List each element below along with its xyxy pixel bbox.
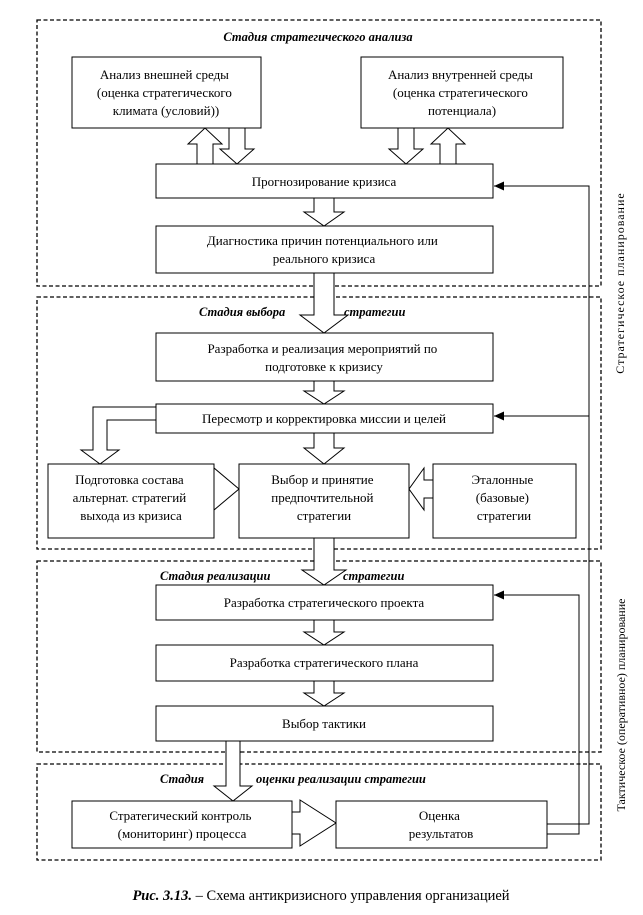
stage-analysis-title: Стадия стратегического анализа	[223, 30, 412, 44]
stage-evaluation-title-right: оценки реализации стратегии	[256, 772, 426, 786]
node-selection-line-1: Выбор и принятие	[271, 472, 373, 487]
svg-text:Разработка стратегического пла: Разработка стратегического плана	[230, 655, 419, 670]
node-forecast-line-1: Прогнозирование кризиса	[252, 174, 397, 189]
node-mission: Пересмотр и корректировка миссии и целей	[155, 403, 494, 434]
feedback-strategic	[494, 181, 590, 825]
node-control-line-1: Стратегический контроль	[109, 808, 251, 823]
arrow-control-to-results	[291, 799, 337, 847]
svg-text:Стратегический контроль: Стратегический контроль (мониторинг) про…	[109, 808, 254, 841]
side-label-strategic: Стратегическое планирование	[613, 192, 627, 373]
svg-text:Подготовка состава альте: Подготовка состава альтернат. стратегий …	[73, 472, 190, 523]
figure-caption: Рис. 3.13. – Схема антикризисного управл…	[132, 888, 509, 904]
node-tactics-line-1: Выбор тактики	[282, 716, 366, 731]
node-selection: Выбор и принятие предпочтительной страте…	[238, 463, 410, 539]
node-reference: Эталонные (базовые) стратегии	[432, 463, 577, 539]
svg-text:Анализ внутренней среды: Анализ внутренней среды (оценка стратеги…	[388, 67, 536, 118]
node-results-line-2: результатов	[409, 826, 474, 841]
node-control: Стратегический контроль (мониторинг) про…	[71, 800, 293, 849]
node-alternatives-line-3: выхода из кризиса	[80, 508, 182, 523]
node-internal-analysis: Анализ внутренней среды (оценка стратеги…	[360, 56, 564, 129]
arrow-tactics-to-control	[212, 740, 254, 802]
node-internal-line-2: (оценка стратегического	[393, 85, 528, 100]
stage-evaluation-frame	[36, 763, 602, 861]
node-plan-line-1: Разработка стратегического плана	[230, 655, 419, 670]
node-external-line-3: климата (условий))	[113, 103, 220, 118]
arrow-down-from-external	[218, 127, 256, 165]
node-project-line-1: Разработка стратегического проекта	[224, 595, 425, 610]
stage-choice-title-right: стратегии	[344, 305, 405, 319]
side-label-tactical: Тактическое (оперативное) планирование	[614, 599, 628, 812]
node-mission-line-1: Пересмотр и корректировка миссии и целей	[202, 411, 446, 426]
svg-text:Пересмотр и корректировка мисс: Пересмотр и корректировка миссии и целей	[202, 411, 446, 426]
node-selection-line-3: стратегии	[297, 508, 351, 523]
node-reference-line-3: стратегии	[477, 508, 531, 523]
node-measures: Разработка и реализация мероприятий по п…	[155, 332, 494, 382]
node-diagnostics-line-1: Диагностика причин потенциального или	[207, 233, 438, 248]
node-project: Разработка стратегического проекта	[155, 584, 494, 621]
stage-choice-title-left: Стадия выбора	[199, 305, 285, 319]
svg-text:Разработка стратегического про: Разработка стратегического проекта	[224, 595, 425, 610]
node-plan: Разработка стратегического плана	[155, 644, 494, 682]
node-internal-line-1: Анализ внутренней среды	[388, 67, 533, 82]
node-diagnostics-line-2: реального кризиса	[273, 251, 376, 266]
node-reference-line-2: (базовые)	[476, 490, 529, 505]
arrow-forecast-to-diagnostics	[302, 197, 346, 227]
arrow-up-to-internal	[429, 127, 467, 165]
svg-text:Выбор тактики: Выбор тактики	[282, 716, 366, 731]
node-alternatives-line-1: Подготовка состава	[75, 472, 184, 487]
node-results: Оценка результатов	[335, 800, 548, 849]
arrow-measures-to-mission	[302, 380, 346, 405]
node-forecast: Прогнозирование кризиса	[155, 163, 494, 199]
svg-text:Прогнозирование кризиса: Прогнозирование кризиса	[252, 174, 397, 189]
svg-text:Эталонные (базовые): Эталонные (базовые) стратегии	[472, 472, 537, 523]
arrow-mission-to-alternatives	[79, 406, 157, 465]
node-tactics: Выбор тактики	[155, 705, 494, 742]
svg-text:Оценка результатов: Оценка результатов	[409, 808, 474, 841]
stage-evaluation-title-left: Стадия	[160, 772, 205, 786]
node-reference-line-1: Эталонные	[472, 472, 534, 487]
arrow-up-to-external	[186, 127, 224, 165]
node-external-line-2: (оценка стратегического	[97, 85, 232, 100]
node-alternatives: Подготовка состава альтернат. стратегий …	[47, 463, 215, 539]
stage-implementation-title-right: стратегии	[343, 569, 404, 583]
node-measures-line-2: подготовке к кризису	[265, 359, 383, 374]
arrow-mission-to-selection	[302, 432, 346, 465]
arrow-project-to-plan	[302, 619, 346, 646]
node-control-line-2: (мониторинг) процесса	[118, 826, 247, 841]
node-internal-line-3: потенциала)	[428, 103, 496, 118]
svg-text:Разработка и реализация меропр: Разработка и реализация мероприятий по п…	[207, 341, 440, 374]
feedback-tactical	[494, 590, 580, 835]
node-results-line-1: Оценка	[419, 808, 460, 823]
arrow-reference-to-selection	[408, 466, 434, 512]
stage-implementation-title-left: Стадия реализации	[160, 569, 270, 583]
arrow-selection-to-project	[300, 537, 348, 586]
svg-text:Выбор и принятие предпоч: Выбор и принятие предпочтительной страте…	[271, 472, 377, 523]
node-diagnostics: Диагностика причин потенциального или ре…	[155, 225, 494, 274]
node-selection-line-2: предпочтительной	[271, 490, 373, 505]
arrow-down-from-internal	[387, 127, 425, 165]
svg-text:Диагностика причин потенциальн: Диагностика причин потенциального или ре…	[207, 233, 441, 266]
node-alternatives-line-2: альтернат. стратегий	[73, 490, 187, 505]
node-external-line-1: Анализ внешней среды	[100, 67, 229, 82]
svg-text:Анализ внешней среды (оц: Анализ внешней среды (оценка стратегичес…	[97, 67, 235, 118]
arrow-diagnostics-to-measures	[298, 272, 350, 334]
node-external-analysis: Анализ внешней среды (оценка стратегичес…	[71, 56, 262, 129]
node-measures-line-1: Разработка и реализация мероприятий по	[207, 341, 437, 356]
arrow-plan-to-tactics	[302, 680, 346, 707]
figure-caption-text: – Схема антикризисного управления органи…	[192, 888, 510, 904]
figure-caption-number: Рис. 3.13.	[132, 888, 192, 904]
